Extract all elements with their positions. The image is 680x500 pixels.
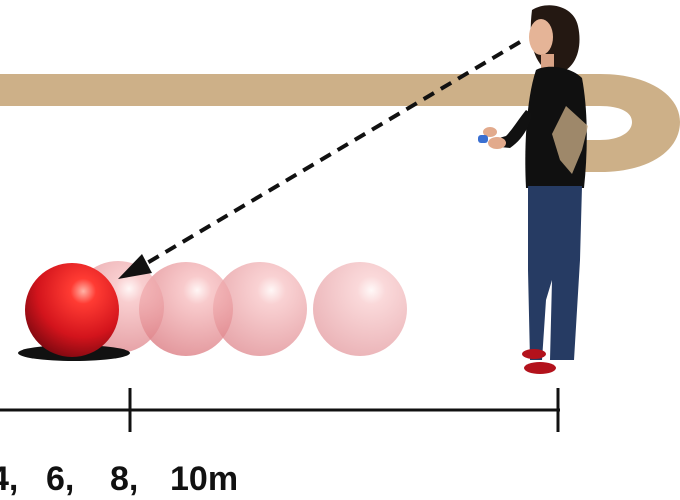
distance-labels: 4, 6, 8, 10m	[0, 460, 238, 498]
ghost-ball	[313, 262, 407, 356]
distance-label: 10m	[170, 460, 238, 498]
distance-label: 4,	[0, 460, 18, 498]
standing-person-figure	[478, 5, 588, 374]
ghost-ball	[139, 262, 233, 356]
distance-ruler	[0, 388, 560, 432]
distance-label: 6,	[46, 460, 74, 498]
ghost-ball	[213, 262, 307, 356]
red-ball-icon	[18, 263, 130, 361]
path-band	[0, 74, 680, 172]
dashed-arrow-icon	[118, 40, 522, 279]
red-ball	[25, 263, 119, 357]
distance-label: 8,	[110, 460, 138, 498]
